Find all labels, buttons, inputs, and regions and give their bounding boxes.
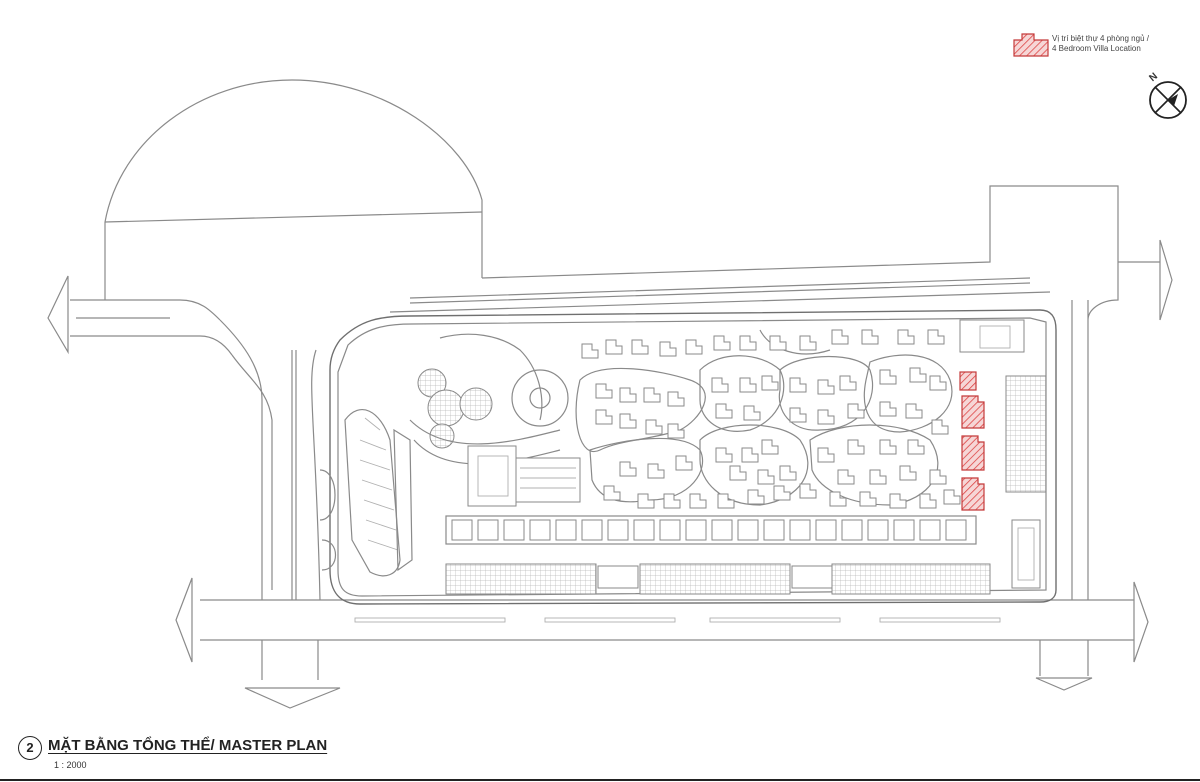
south-east-arrow-icon [1133, 581, 1149, 663]
semicircle-plaza [104, 79, 483, 278]
upper-road-edge [481, 185, 1119, 279]
east-building [959, 319, 1047, 589]
clubhouse-cluster [409, 333, 569, 465]
drawing-scale: 1 : 2000 [54, 760, 87, 770]
south-west-arrow-icon [175, 577, 193, 663]
east-south-arrow-icon [1035, 677, 1093, 691]
east-road [1071, 262, 1119, 600]
south-west-road [200, 599, 1100, 641]
drawing-title: MẶT BẰNG TỔNG THỂ/ MASTER PLAN [48, 737, 328, 754]
townhouse-row [445, 515, 977, 545]
north-east-arrow-icon [1159, 239, 1173, 321]
four-bedroom-villas [959, 371, 985, 511]
legend-line-en: 4 Bedroom Villa Location [1052, 44, 1141, 53]
central-building [467, 445, 581, 507]
west-road [70, 299, 233, 356]
drawing-number: 2 [18, 736, 42, 760]
legend-label: Vị trí biệt thự 4 phòng ngủ / 4 Bedroom … [1052, 34, 1182, 54]
north-arrow-icon [1149, 81, 1187, 119]
west-arrow-icon [47, 275, 69, 355]
south-arrow-icon [244, 687, 341, 709]
north-road [409, 277, 1031, 304]
legend-swatch [1013, 33, 1049, 57]
west-tower-cluster [319, 409, 413, 577]
site-boundary [329, 309, 1057, 605]
villa-blocks [581, 329, 961, 509]
parking-strip [445, 563, 991, 595]
legend-line-vi: Vị trí biệt thự 4 phòng ngủ / [1052, 34, 1149, 43]
south-road-markings [354, 617, 1001, 623]
